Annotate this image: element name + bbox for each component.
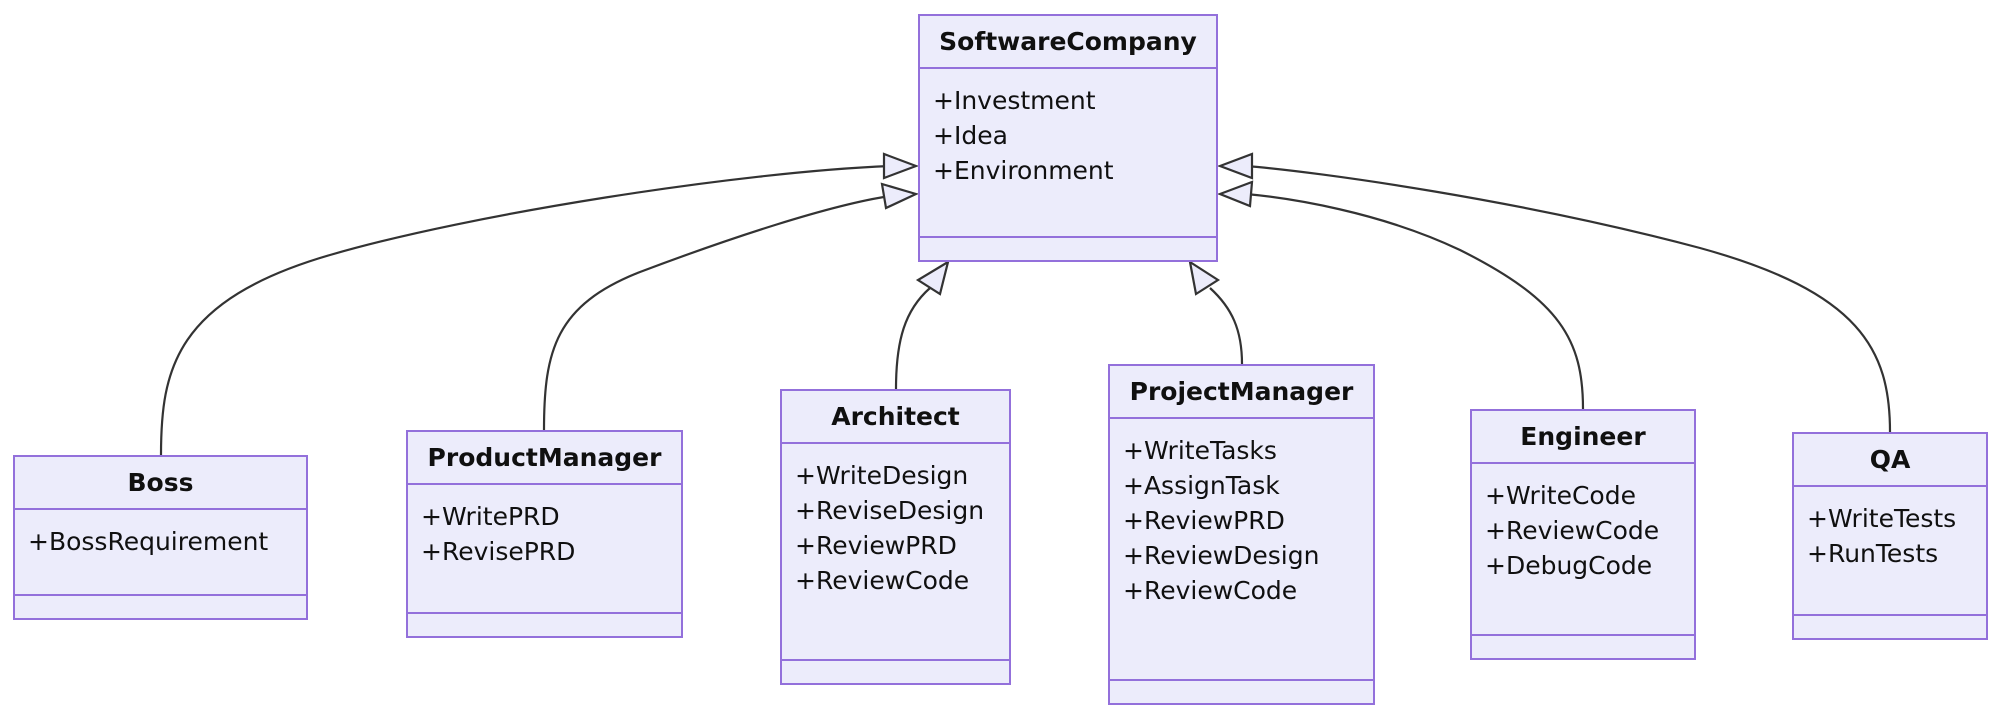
class-box-architect[interactable]: Architect +WriteDesign +ReviseDesign +Re… [780,389,1011,685]
attribute-row: +Idea [933,121,1008,150]
attribute-row: +BossRequirement [28,527,269,556]
class-title-project-manager: ProjectManager [1110,366,1373,419]
class-box-qa[interactable]: QA +WriteTests +RunTests [1792,432,1988,640]
inheritance-arrowhead [1216,180,1254,208]
class-attributes-product-manager: +WritePRD +RevisePRD [408,485,681,614]
class-box-engineer[interactable]: Engineer +WriteCode +ReviewCode +DebugCo… [1470,409,1696,660]
class-methods-product-manager [408,614,681,636]
class-attributes-architect: +WriteDesign +ReviseDesign +ReviewPRD +R… [782,444,1009,661]
attribute-row: +WriteTests [1807,504,1957,533]
inheritance-arrowhead [915,259,950,296]
attribute-row: +WriteCode [1485,481,1636,510]
class-methods-boss [15,596,306,618]
class-methods-software-company [920,238,1216,260]
class-box-product-manager[interactable]: ProductManager +WritePRD +RevisePRD [406,430,683,638]
class-box-software-company[interactable]: SoftwareCompany +Investment +Idea +Envir… [918,14,1218,262]
inheritance-arrowhead [1216,152,1254,180]
edge-projectmanager-to-softwarecompany [1188,259,1244,365]
class-methods-engineer [1472,636,1694,658]
attribute-row: +ReviseDesign [795,496,985,525]
inheritance-arrowhead [1188,259,1221,296]
class-methods-project-manager [1110,681,1373,703]
class-title-engineer: Engineer [1472,411,1694,464]
class-attributes-software-company: +Investment +Idea +Environment [920,69,1216,238]
class-attributes-boss: +BossRequirement [15,510,306,596]
inheritance-arrowhead [880,182,920,210]
attribute-row: +ReviewCode [795,566,970,595]
attribute-row: +WritePRD [421,502,560,531]
class-attributes-project-manager: +WriteTasks +AssignTask +ReviewPRD +Revi… [1110,419,1373,681]
attribute-row: +RunTests [1807,539,1939,568]
class-title-architect: Architect [782,391,1009,444]
attribute-row: +Investment [933,86,1096,115]
class-title-product-manager: ProductManager [408,432,681,485]
attribute-row: +AssignTask [1123,471,1280,500]
attribute-row: +Environment [933,156,1114,185]
attribute-row: +ReviewDesign [1123,541,1320,570]
class-box-boss[interactable]: Boss +BossRequirement [13,455,308,620]
attribute-row: +ReviewPRD [1123,506,1285,535]
class-title-software-company: SoftwareCompany [920,16,1216,69]
attribute-row: +ReviewCode [1123,576,1298,605]
attribute-row: +ReviewCode [1485,516,1660,545]
class-box-project-manager[interactable]: ProjectManager +WriteTasks +AssignTask +… [1108,364,1375,705]
class-title-qa: QA [1794,434,1986,487]
attribute-row: +ReviewPRD [795,531,957,560]
attribute-row: +RevisePRD [421,537,576,566]
class-title-boss: Boss [15,457,306,510]
attribute-row: +DebugCode [1485,551,1653,580]
attribute-row: +WriteDesign [795,461,969,490]
class-methods-architect [782,661,1009,683]
attribute-row: +WriteTasks [1123,436,1277,465]
inheritance-arrowhead [882,152,920,180]
class-methods-qa [1794,616,1986,638]
edge-architect-to-softwarecompany [894,259,950,390]
class-attributes-qa: +WriteTests +RunTests [1794,487,1986,616]
class-attributes-engineer: +WriteCode +ReviewCode +DebugCode [1472,464,1694,636]
